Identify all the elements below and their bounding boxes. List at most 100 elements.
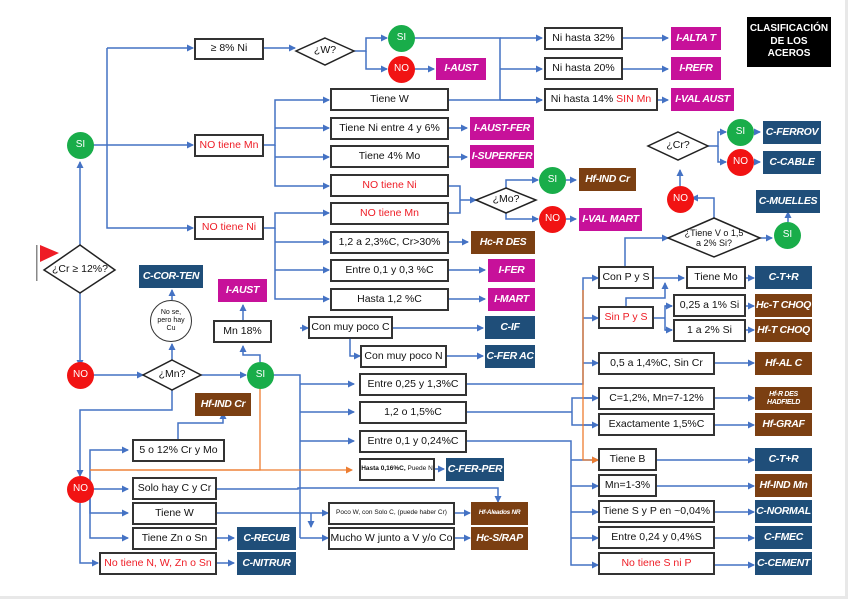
connector <box>106 48 194 232</box>
condition-tiene-w: Tiene W <box>330 88 449 111</box>
result-c-if: C-IF <box>485 316 535 339</box>
connector <box>263 209 330 229</box>
connector <box>216 487 502 503</box>
yes-node: SI <box>774 222 801 249</box>
decision-mn <box>141 359 203 391</box>
result-c-ferrov: C-FERROV <box>763 121 821 144</box>
result-i-aust-fer: I-AUST-FER <box>470 117 534 140</box>
result-hf-ind-mn: Hf-IND Mn <box>755 474 812 497</box>
condition-mn1-3: Mn=1-3% <box>598 474 657 497</box>
result-i-aust-2: I-AUST <box>218 279 267 302</box>
yes-node: SI <box>388 25 415 52</box>
condition-sin-ps: Sin P y S <box>598 306 654 329</box>
condition-ni8: ≥ 8% Ni <box>194 38 264 60</box>
result-i-val-mart: I-VAL MART <box>579 208 642 231</box>
result-c-cor-ten: C-COR-TEN <box>139 265 203 288</box>
condition-ni32: Ni hasta 32% <box>544 27 623 50</box>
no-node: NO <box>667 186 694 213</box>
no-node: NO <box>539 206 566 233</box>
decision-cr <box>646 131 710 161</box>
condition-c05-14: 0,5 a 1,4%C, Sin Cr <box>598 352 715 375</box>
result-c-cement: C-CEMENT <box>755 552 812 575</box>
connector <box>717 146 727 166</box>
condition-no-nwzn: No tiene N, W, Zn o Sn <box>99 552 217 575</box>
decision-w <box>294 37 356 66</box>
connector <box>239 345 261 362</box>
connector <box>625 282 669 306</box>
connector <box>89 446 129 489</box>
connector <box>274 228 330 303</box>
connector <box>448 185 476 214</box>
condition-c12-mn: C=1,2%, Mn=7-12% <box>598 387 715 410</box>
condition-c12-23: 1,2 a 2,3%C, Cr>30% <box>330 231 449 254</box>
result-i-alta-t: I-ALTA T <box>671 27 721 50</box>
connector <box>365 51 388 73</box>
decision-v-si-label: ¿Tiene V o 1,5 a 2% Si? <box>684 228 744 248</box>
no-node: NO <box>388 56 415 83</box>
result-i-superfer: I-SUPERFER <box>470 145 534 168</box>
condition-no-ni-2: NO tiene Ni <box>330 174 449 197</box>
result-c-fer-ac: C-FER AC <box>485 345 535 368</box>
condition-ni20: Ni hasta 20% <box>544 57 623 80</box>
condition-c016: Hasta 0,16%C, Puede N <box>359 458 435 481</box>
no-node: NO <box>727 149 754 176</box>
decision-cr-label: ¿Cr? <box>666 139 690 152</box>
unknown-note: No se, pero hay Cu <box>150 300 192 342</box>
connector <box>505 212 539 223</box>
condition-c025-13: Entre 0,25 y 1,3%C <box>359 373 467 396</box>
result-hc-r-des: Hc-R DES <box>471 231 535 254</box>
condition-c016-rest: Puede N <box>407 465 433 473</box>
condition-c12-15: 1,2 o 1,5%C <box>359 401 467 424</box>
decision-mn-label: ¿Mn? <box>158 368 186 381</box>
connector <box>76 390 173 477</box>
result-hf-graf: Hf-GRAF <box>755 413 812 436</box>
result-c-muelles: C-MUELLES <box>756 190 820 213</box>
connector <box>89 489 129 542</box>
yes-node: SI <box>247 362 274 389</box>
connector-alt <box>582 290 599 464</box>
condition-ni14-text: Ni hasta 14% <box>550 92 614 105</box>
decision-mo-label: ¿Mo? <box>492 193 520 206</box>
condition-zn-sn: Tiene Zn o Sn <box>132 527 217 550</box>
condition-poco-n: Con muy poco N <box>360 345 447 368</box>
decision-cr12 <box>42 244 117 294</box>
result-c-tr-2: C-T+R <box>755 448 812 471</box>
result-hc-t-choq: Hc-T CHOQ <box>755 294 812 317</box>
result-i-aust: I-AUST <box>436 58 486 80</box>
result-hf-r-des: Hf-R DES HADFIELD <box>755 387 812 410</box>
connector <box>708 128 727 147</box>
condition-con-ps: Con P y S <box>598 266 654 289</box>
yes-node: SI <box>67 132 94 159</box>
result-c-tr: C-T+R <box>755 266 812 289</box>
condition-tiene-mo: Tiene Mo <box>686 266 746 289</box>
result-i-refr: I-REFR <box>671 57 721 80</box>
diagram-title: CLASIFICACIÓN DE LOS ACEROS <box>747 17 831 67</box>
condition-poco-w: Poco W, con Solo C, (puede haber Cr) <box>328 502 455 525</box>
yes-node: SI <box>539 167 566 194</box>
result-hc-s-rap: Hc-S/RAP <box>471 527 528 550</box>
connector <box>466 397 592 426</box>
no-node: NO <box>67 362 94 389</box>
connector <box>79 503 99 567</box>
connector <box>349 338 361 360</box>
connector <box>273 374 301 538</box>
decision-w-label: ¿W? <box>313 44 337 57</box>
result-c-fmec: C-FMEC <box>755 526 812 549</box>
condition-mucho-w: Mucho W junto a V y/o Co <box>328 527 455 550</box>
condition-solo-c-cr: Solo hay C y Cr <box>132 477 217 500</box>
decision-mo <box>474 187 538 214</box>
connector <box>466 440 599 569</box>
connector <box>624 234 669 266</box>
result-i-fer: I-FER <box>488 259 535 282</box>
result-hf-ind-cr-2: Hf-IND Cr <box>195 393 251 416</box>
connector <box>263 96 330 146</box>
result-c-fer-per: C-FER-PER <box>446 458 504 481</box>
condition-mn18: Mn 18% <box>213 320 272 343</box>
result-c-normal: C-NORMAL <box>755 500 812 523</box>
connector <box>354 34 388 52</box>
condition-no-mn-2: NO tiene Mn <box>330 202 449 225</box>
result-hf-al-c: Hf-AL C <box>755 352 812 375</box>
condition-si1-2: 1 a 2% Si <box>673 319 746 342</box>
condition-si025-1: 0,25 a 1% Si <box>673 294 746 317</box>
